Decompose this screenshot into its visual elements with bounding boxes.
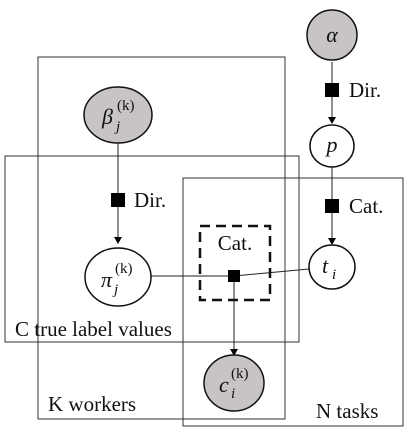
- arrowhead-c: [230, 349, 238, 356]
- node-beta-symbol: β: [101, 104, 113, 129]
- node-pi-label: π: [101, 267, 113, 292]
- node-alpha-symbol: α: [326, 22, 338, 47]
- node-pi: [84, 247, 152, 307]
- factor-alpha-p: [325, 83, 339, 97]
- plate-workers-label: K workers: [48, 392, 136, 416]
- node-c-symbol: c: [219, 372, 229, 397]
- node-t-symbol: t: [322, 253, 329, 278]
- gate-label: Cat.: [218, 231, 252, 255]
- node-beta: [83, 86, 153, 144]
- plate-label-values-label: C true label values: [15, 317, 172, 341]
- node-t-subscript: i: [332, 267, 336, 283]
- node-t: [308, 244, 356, 290]
- factor-beta-pi-label: Dir.: [134, 188, 166, 212]
- node-pi-symbol: π: [101, 267, 113, 292]
- node-p-symbol: p: [325, 132, 338, 157]
- plate-workers: [37, 56, 286, 420]
- edge-t-gate: [233, 268, 310, 277]
- plate-tasks-label: N tasks: [316, 399, 378, 423]
- node-c-subscript: i: [231, 386, 235, 402]
- factor-gate: [228, 270, 240, 282]
- arrowhead-t: [328, 238, 336, 245]
- factor-beta-pi: [111, 193, 125, 207]
- node-beta-subscript: j: [114, 119, 120, 135]
- plate-label-values: [4, 155, 300, 343]
- node-alpha: [306, 9, 358, 61]
- node-p: [309, 124, 355, 168]
- arrowhead-p: [328, 117, 336, 124]
- factor-p-t-label: Cat.: [349, 194, 383, 218]
- factor-p-t: [325, 199, 339, 213]
- factor-alpha-p-label: Dir.: [349, 78, 381, 102]
- node-beta-label: β: [101, 104, 113, 129]
- gate-box: [198, 224, 272, 302]
- node-c: [203, 354, 265, 412]
- plate-tasks: [182, 177, 404, 427]
- node-pi-superscript: (k): [115, 261, 133, 277]
- node-pi-subscript: j: [112, 282, 118, 298]
- node-beta-superscript: (k): [117, 98, 135, 114]
- node-c-superscript: (k): [231, 366, 249, 382]
- arrowhead-pi: [114, 237, 122, 244]
